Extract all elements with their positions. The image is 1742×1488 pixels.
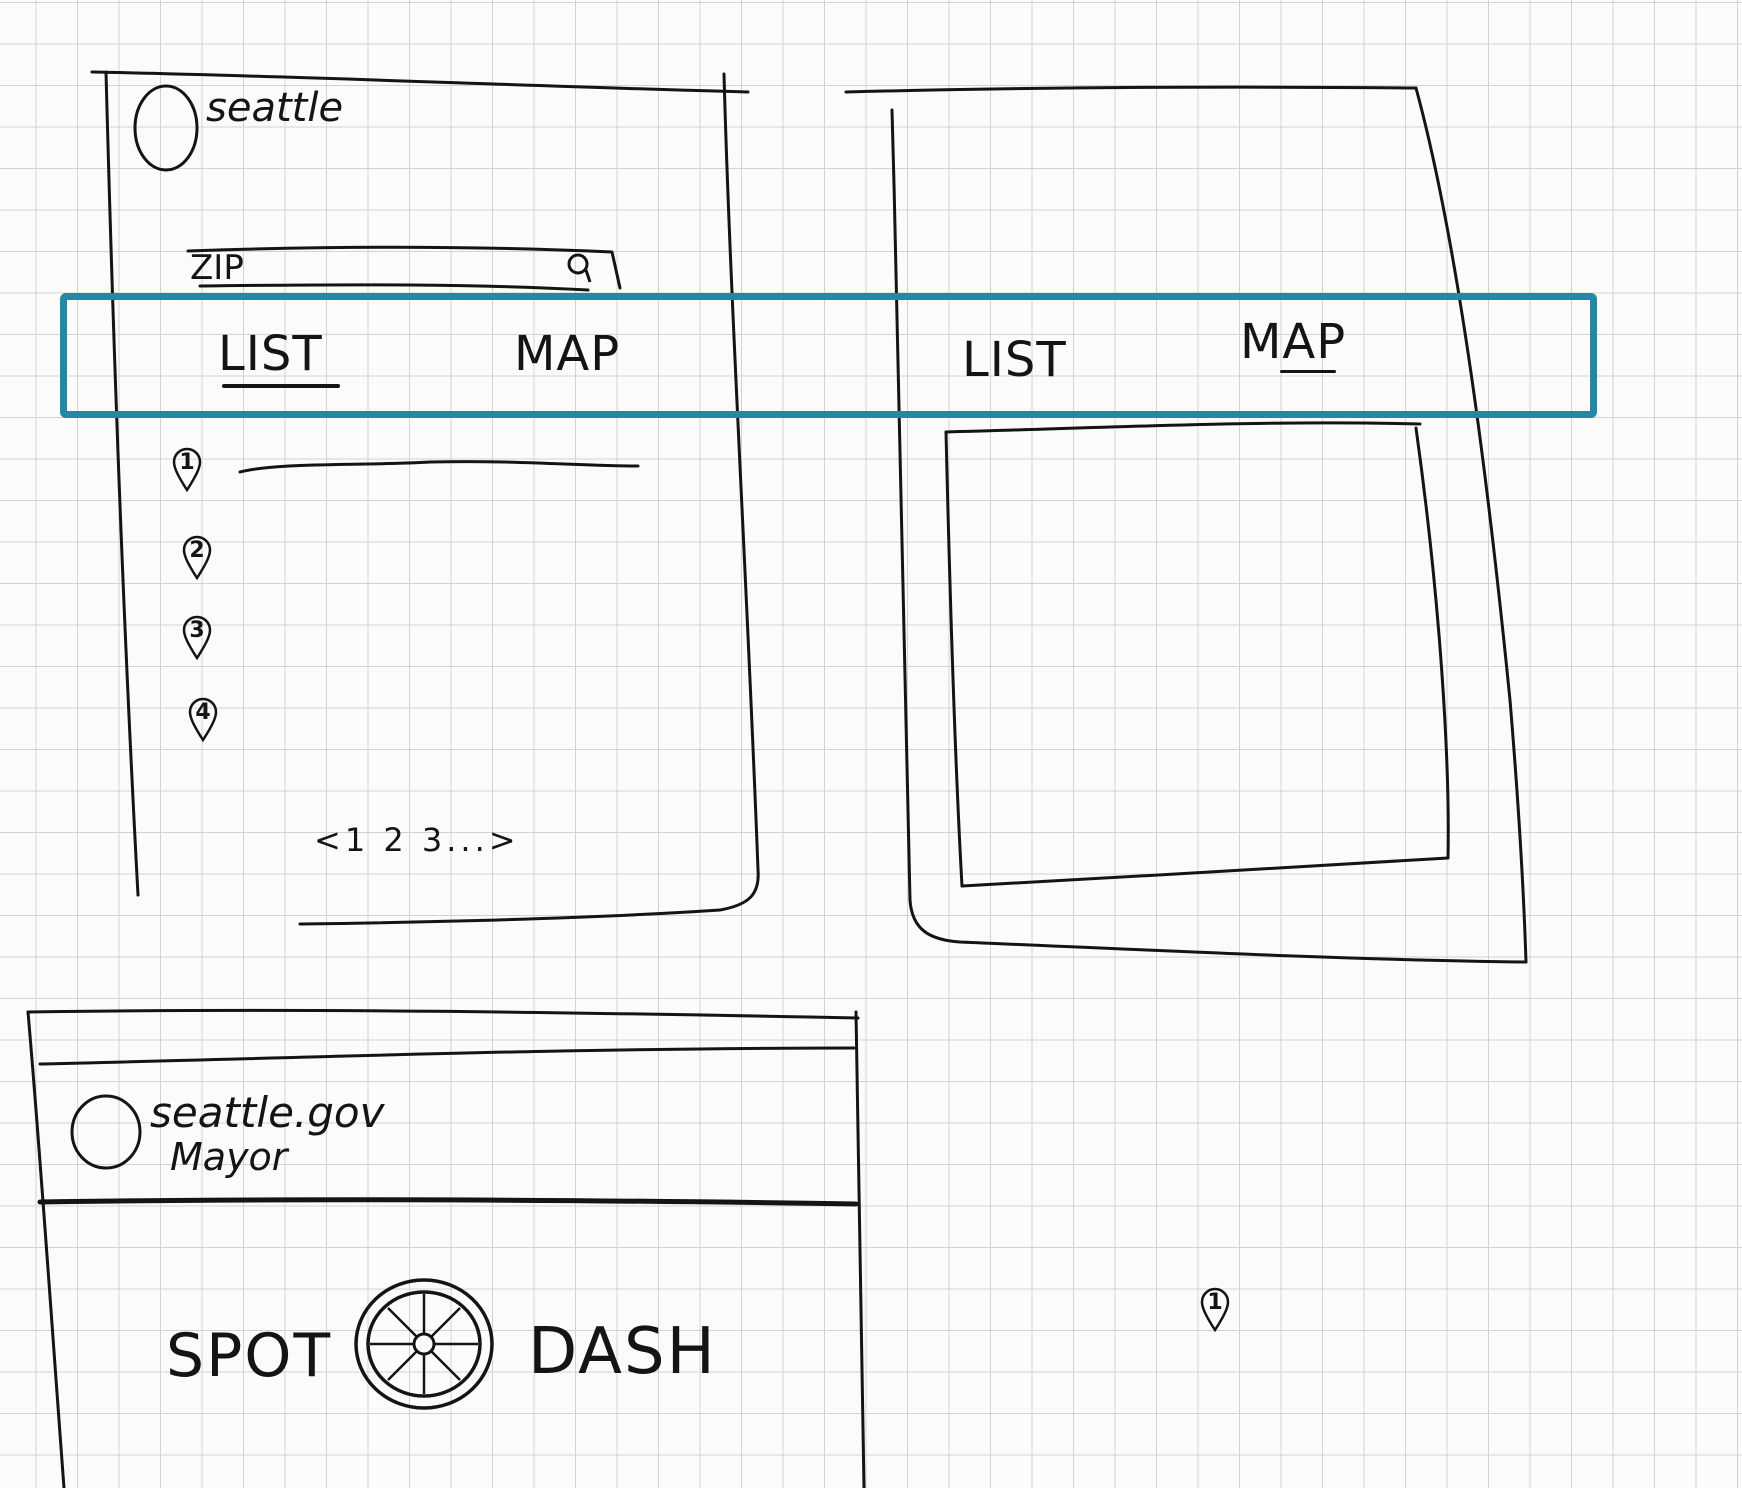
- brand-text-spot: SPOT: [166, 1321, 333, 1391]
- list-item-4-pin[interactable]: 4: [186, 696, 220, 743]
- loose-map-pin[interactable]: 1: [1198, 1286, 1232, 1333]
- logo-circle-icon: [133, 84, 199, 172]
- frame3-outline: [26, 1008, 866, 1488]
- logo-circle-icon: [70, 1094, 142, 1170]
- map-pin-icon: [188, 697, 218, 743]
- logo-subtext-mayor: Mayor: [170, 1135, 288, 1179]
- tab-map-label: MAP: [1240, 314, 1347, 370]
- map-pin-icon: [1200, 1287, 1230, 1333]
- zip-search-input[interactable]: [190, 248, 610, 288]
- wheel-icon: [354, 1278, 494, 1410]
- logo-text: seattle: [206, 85, 344, 131]
- list-item-number: 2: [189, 538, 205, 563]
- tab-list-active-indicator: [222, 384, 340, 388]
- tab-list-label: LIST: [218, 326, 323, 382]
- frame1-outline: [90, 70, 760, 926]
- tab-map-frame2[interactable]: MAP: [1240, 318, 1346, 366]
- tab-list-frame2[interactable]: LIST: [962, 336, 1067, 384]
- list-item-number: 4: [195, 700, 211, 725]
- map-pin-icon: [172, 447, 202, 493]
- list-item-2-pin[interactable]: 2: [180, 534, 214, 581]
- brand-text-dash: DASH: [528, 1315, 717, 1389]
- tab-map[interactable]: MAP: [514, 330, 620, 378]
- frame2-outline: [844, 85, 1528, 964]
- list-item-1-pin[interactable]: 1: [170, 446, 204, 493]
- logo-text-seattle-gov: seattle.gov: [150, 1088, 385, 1137]
- tab-list[interactable]: LIST: [218, 330, 323, 378]
- frame1-item1-line: [238, 460, 640, 474]
- list-item-3-pin[interactable]: 3: [180, 614, 214, 661]
- pagination[interactable]: <1 2 3...>: [314, 821, 520, 859]
- tabs-highlight-box: [60, 293, 1597, 418]
- tab-map-active-indicator: [1280, 370, 1336, 373]
- loose-pin-number: 1: [1207, 1290, 1223, 1315]
- search-icon[interactable]: [564, 252, 594, 283]
- frame2-map-area: [944, 421, 1450, 888]
- map-pin-icon: [182, 615, 212, 661]
- list-item-number: 3: [189, 618, 205, 643]
- tab-list-label: LIST: [962, 332, 1067, 388]
- map-pin-icon: [182, 535, 212, 581]
- list-item-number: 1: [179, 450, 195, 475]
- tab-map-label: MAP: [514, 326, 621, 382]
